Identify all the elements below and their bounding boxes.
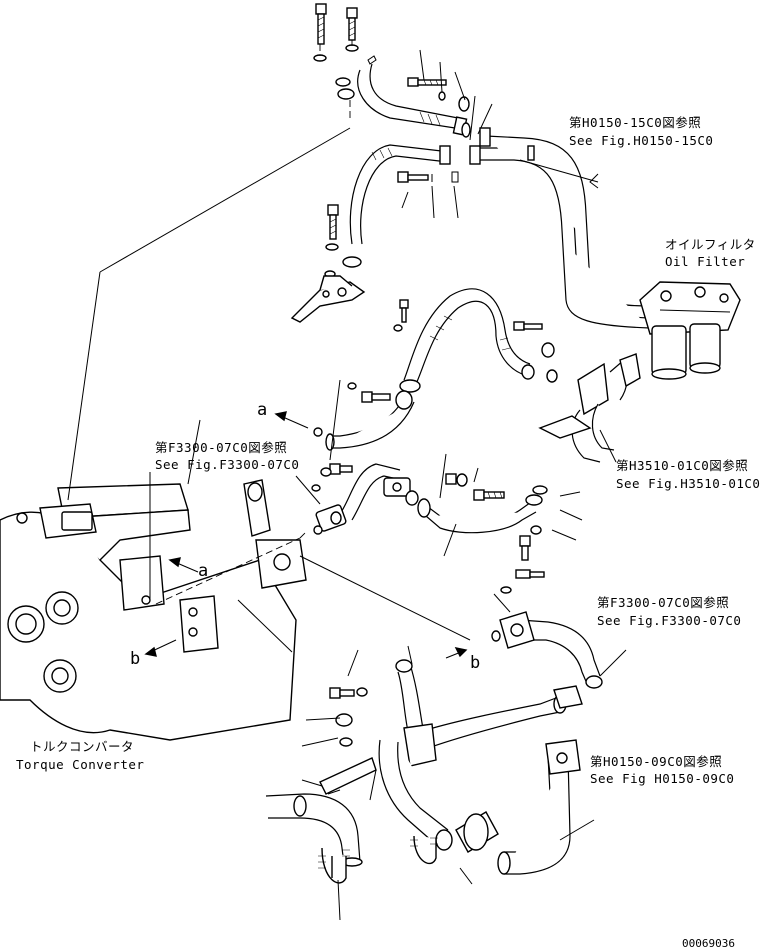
torque-converter xyxy=(0,419,307,741)
upper-hose-2 xyxy=(349,144,451,245)
oil-filter xyxy=(639,281,741,380)
ref-h0150-09c0-en: See Fig H0150-09C0 xyxy=(590,771,734,786)
top-bolts xyxy=(313,3,359,120)
leader-lines xyxy=(295,159,627,841)
ref-h0150-15c0-jp: 第H0150-15C0図参照 xyxy=(569,115,701,130)
marker-b-left: b xyxy=(130,649,140,669)
lower-left-pipes xyxy=(265,793,473,921)
lower-right-elbow xyxy=(497,739,581,875)
lower-center-assembly xyxy=(319,659,583,853)
oil-filter-label-en: Oil Filter xyxy=(665,254,745,269)
torque-converter-label-en: Torque Converter xyxy=(16,757,144,772)
dash-lines xyxy=(67,127,471,653)
middle-hose xyxy=(393,288,558,393)
upper-hose-2-fittings xyxy=(324,171,459,278)
ref-f3300-upper-jp: 第F3300-07C0図参照 xyxy=(155,440,287,455)
lower-right-pipe xyxy=(491,611,603,689)
upper-hose-1-fittings xyxy=(407,49,493,141)
ref-f3300-lower-en: See Fig.F3300-07C0 xyxy=(597,613,741,628)
ref-h0150-15c0-en: See Fig.H0150-15C0 xyxy=(569,133,713,148)
pipe-to-a xyxy=(313,379,415,461)
marker-a-lower: a xyxy=(198,561,208,581)
ref-h0150-09c0-jp: 第H0150-09C0図参照 xyxy=(590,754,722,769)
ref-h3510-jp: 第H3510-01C0図参照 xyxy=(616,458,748,473)
ref-f3300-lower-jp: 第F3300-07C0図参照 xyxy=(597,595,729,610)
ref-f3300-upper-en: See Fig.F3300-07C0 xyxy=(155,457,299,472)
drawing-number: 00069036 xyxy=(682,937,735,950)
upper-hose-1 xyxy=(357,55,471,138)
upper-bracket xyxy=(290,275,366,323)
marker-a-upper: a xyxy=(257,400,267,420)
center-pipe xyxy=(417,473,548,594)
filter-supply-tubes xyxy=(469,127,651,329)
ref-h3510-en: See Fig.H3510-01C0 xyxy=(616,476,760,491)
mid-lower-pipes xyxy=(311,463,419,535)
h3510-bend-pipe xyxy=(538,353,641,463)
marker-b-right: b xyxy=(470,653,480,673)
oil-filter-label-jp: オイルフィルタ xyxy=(665,237,756,252)
torque-converter-label-jp: トルクコンバータ xyxy=(30,739,134,754)
marker-arrows xyxy=(144,411,468,659)
